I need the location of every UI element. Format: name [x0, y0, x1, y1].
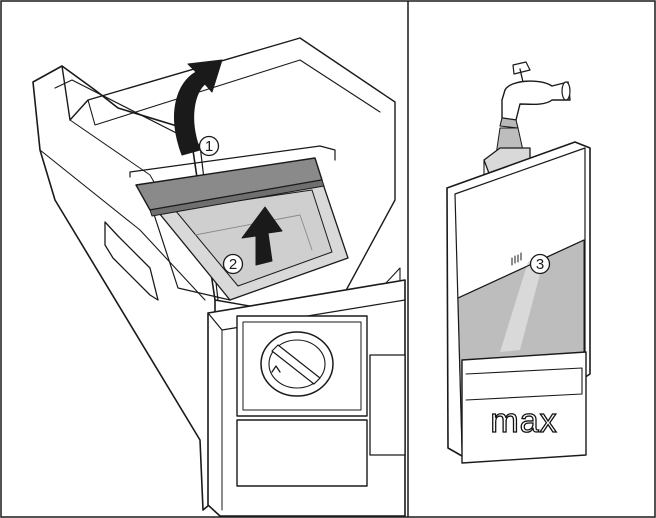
callout-2-label: 2: [229, 256, 237, 273]
container-inner: [174, 189, 333, 287]
knob-indicator: [271, 365, 281, 373]
container-lid-edge: [149, 179, 325, 217]
water-tap-icon: [499, 61, 571, 129]
drawer-panel: [32, 37, 406, 517]
curved-lift-arrow-icon: [174, 59, 223, 156]
drawer-rim-line: [39, 149, 206, 301]
max-card-top: [465, 367, 583, 401]
control-panel-lower: [236, 419, 368, 487]
max-fill-mark: max: [490, 402, 557, 440]
fill-level-ticks: [511, 252, 522, 266]
container-inner-shadow: [194, 214, 313, 251]
callout-2: 2: [222, 253, 244, 275]
max-card: [461, 351, 587, 464]
front-window: [369, 354, 406, 456]
callout-1: 1: [198, 135, 220, 157]
callout-3: 3: [529, 253, 551, 275]
side-handle: [104, 221, 159, 301]
container-front-lip: [149, 201, 231, 301]
knob-grip: [271, 344, 321, 385]
up-arrow-icon: [241, 206, 283, 266]
tank-panel: [446, 61, 591, 464]
water-surface-line: [457, 239, 585, 299]
callout-3-label: 3: [536, 256, 544, 273]
lid-track: [129, 145, 336, 178]
water-light-streak: [500, 255, 545, 352]
callout-1-label: 1: [205, 138, 213, 155]
